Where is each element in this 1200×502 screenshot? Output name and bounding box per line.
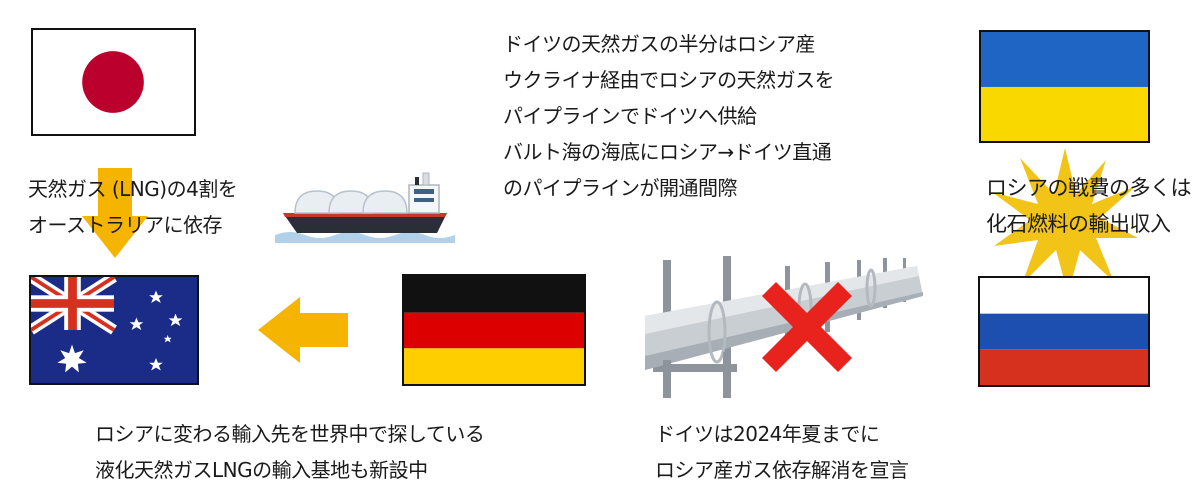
russia-note-line-1: ロシアの戦費の多くは xyxy=(986,176,1192,200)
germany-flag xyxy=(402,274,586,386)
russia-flag-icon xyxy=(980,278,1148,385)
center-line-2: ウクライナ経由でロシアの天然ガスを xyxy=(503,68,835,92)
center-line-3: パイプラインでドイツへ供給 xyxy=(503,104,757,128)
japan-flag-icon xyxy=(34,30,193,134)
red-x-icon xyxy=(762,282,852,372)
center-line-5: のパイプラインが開通間際 xyxy=(503,176,738,200)
ukraine-flag-icon xyxy=(981,32,1148,141)
starburst-icon xyxy=(992,148,1138,294)
japan-lng-note: 天然ガス (LNG)の4割を オーストラリアに依存 xyxy=(28,171,238,243)
germany-import-note: ロシアに変わる輸入先を世界中で探している 液化天然ガスLNGの輸入基地も新設中 xyxy=(95,416,485,488)
russia-war-funding-note: ロシアの戦費の多くは 化石燃料の輸出収入 xyxy=(986,170,1192,242)
center-line-4: バルト海の海底にロシア→ドイツ直通 xyxy=(503,140,832,164)
pipeline-deadline-note: ドイツは2024年夏までに ロシア産ガス依存解消を宣言 xyxy=(655,416,909,488)
lng-tanker-icon xyxy=(275,172,455,243)
ukraine-flag xyxy=(979,30,1150,143)
left-arrow-icon xyxy=(258,297,348,363)
down-arrow-icon xyxy=(82,168,148,258)
center-top-text: ドイツの天然ガスの半分はロシア産 ウクライナ経由でロシアの天然ガスを パイプライ… xyxy=(503,26,835,206)
center-line-1: ドイツの天然ガスの半分はロシア産 xyxy=(503,32,816,56)
japan-flag xyxy=(31,28,196,136)
germany-flag-icon xyxy=(404,276,584,384)
russia-flag xyxy=(978,276,1150,387)
australia-flag-icon xyxy=(31,277,197,383)
japan-note-line-1: 天然ガス (LNG)の4割を xyxy=(28,177,238,201)
pipeline-note-line-1: ドイツは2024年夏までに xyxy=(655,422,880,446)
australia-flag xyxy=(29,275,199,385)
germany-note-line-2: 液化天然ガスLNGの輸入基地も新設中 xyxy=(95,458,428,482)
germany-note-line-1: ロシアに変わる輸入先を世界中で探している xyxy=(95,422,485,446)
japan-note-line-2: オーストラリアに依存 xyxy=(28,213,223,237)
pipeline-note-line-2: ロシア産ガス依存解消を宣言 xyxy=(655,458,909,482)
russia-note-line-2: 化石燃料の輸出収入 xyxy=(986,212,1171,236)
